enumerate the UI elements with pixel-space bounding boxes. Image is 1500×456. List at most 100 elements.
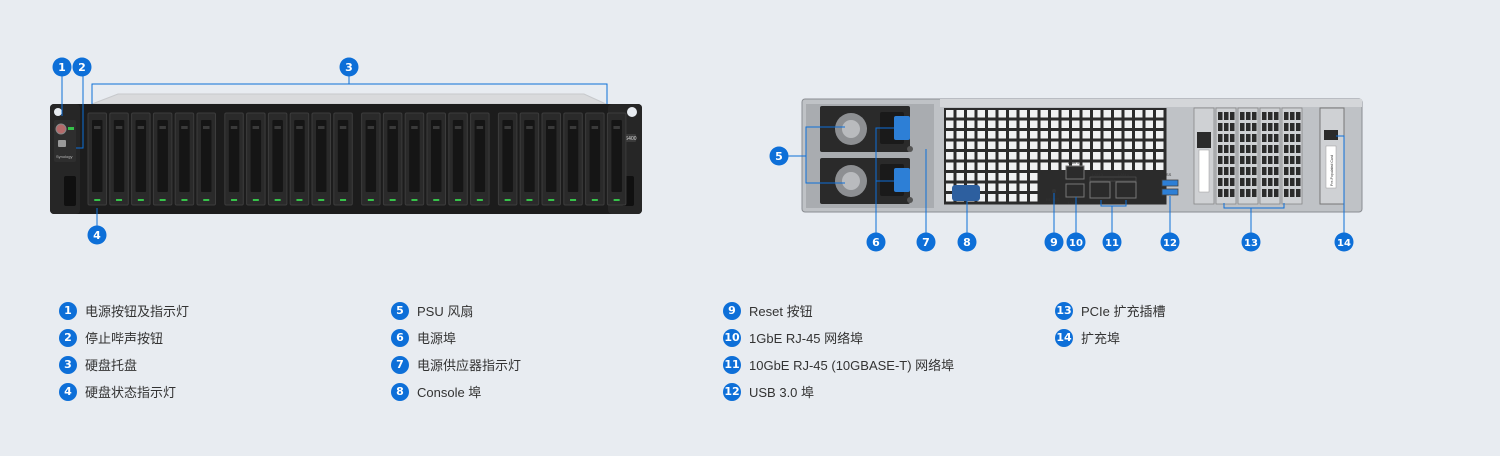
callout-badge: 7 (916, 232, 936, 252)
lan-4-port (1115, 181, 1137, 199)
left-handle (64, 176, 76, 206)
drive-status-led (296, 199, 303, 201)
front-panel: Synology FS6400 (50, 93, 642, 214)
pcie-slot (1215, 107, 1237, 205)
callout-badge: 12 (1160, 232, 1180, 252)
rear-callout-lines (788, 126, 1345, 234)
legend-number-badge: 8 (391, 382, 409, 401)
legend-number-badge: 9 (723, 301, 741, 320)
drive-bay (333, 112, 353, 206)
legend-label: USB 3.0 埠 (749, 385, 815, 400)
drive-status-led (433, 199, 440, 201)
drive-bay (563, 112, 583, 206)
callout-badge: 2 (72, 57, 92, 77)
legend-label: PCIe 扩充插槽 (1081, 304, 1166, 319)
power-button (55, 123, 67, 135)
lan4-label: LAN 4 (1118, 172, 1130, 177)
drive-bay (224, 112, 244, 206)
expansion-port (1324, 130, 1338, 140)
drive-status-led (504, 199, 511, 201)
legend-label: 电源埠 (417, 331, 457, 346)
drive-bay (289, 112, 310, 206)
callout-badge: 8 (957, 232, 977, 252)
callout-number: 14 (1337, 238, 1351, 249)
drive-bay (448, 112, 468, 206)
rear-panel: CONSOLE RESET LAN 1 LAN 2 LAN 3 LAN 4 10… (801, 98, 1363, 213)
legend-number-badge: 12 (723, 382, 741, 401)
callout-number: 3 (345, 61, 353, 74)
drive-bay (174, 112, 195, 206)
psu-1-led (907, 146, 913, 152)
callout-badge: 3 (339, 57, 359, 77)
legend-number-badge: 4 (59, 382, 77, 401)
legend-number-badge: 6 (391, 328, 409, 347)
rear-top-lip (940, 99, 1362, 107)
drive-bay (246, 112, 266, 206)
legend-label: 扩充埠 (1081, 331, 1121, 346)
callout-badge: 10 (1066, 232, 1086, 252)
drive-bay (131, 112, 151, 206)
reset-label: RESET (1046, 197, 1060, 202)
drive-bay (196, 112, 216, 206)
drive-bay (519, 112, 540, 206)
beep-off-button (58, 140, 66, 147)
drive-status-led (340, 199, 347, 201)
psu-1-power-socket (894, 116, 910, 140)
status-led (68, 127, 74, 130)
legend-number-badge: 11 (723, 355, 741, 374)
lan1-label: LAN 1 (1068, 160, 1080, 165)
drive-bay (585, 112, 605, 206)
legend-label: Console 埠 (417, 385, 482, 400)
callout-number: 8 (963, 236, 971, 249)
drive-status-led (159, 199, 166, 201)
legend-number-badge: 14 (1055, 328, 1073, 347)
lan-1-port (1065, 165, 1085, 180)
callout-number: 4 (93, 229, 101, 242)
legend-number-badge: 2 (59, 328, 77, 347)
legend-label: PSU 风扇 (417, 304, 474, 319)
pcie-slot (1193, 107, 1215, 205)
drive-status-led (231, 199, 238, 201)
left-ear-hole (54, 108, 62, 116)
pcie-slot (1259, 107, 1281, 205)
right-ear-hole (627, 107, 637, 117)
console-label: CONSOLE (956, 179, 976, 184)
drive-bay (541, 112, 561, 206)
callout-badge: 11 (1102, 232, 1122, 252)
drive-bay (311, 112, 331, 206)
drive-status-led (455, 199, 462, 201)
drive-status-led (203, 199, 210, 201)
pcie-slot (1237, 107, 1259, 205)
lan-2-port (1065, 183, 1085, 198)
usb-port-2 (1161, 188, 1179, 196)
tengbase-label: 10G (1108, 178, 1115, 182)
legend-number-badge: 5 (391, 301, 409, 320)
legend-item: 5 PSU 风扇 (391, 297, 521, 324)
callout-number: 10 (1069, 238, 1083, 249)
usb-label: SS (1166, 172, 1172, 177)
lan2-label: LAN 2 (1068, 200, 1080, 205)
callout-number: 13 (1244, 238, 1258, 249)
expansion-card-text: Pre-Populated Card (1330, 155, 1334, 186)
drive-status-led (367, 199, 374, 201)
hardware-diagram: Synology FS6400 (50, 57, 1363, 252)
drive-bay (470, 112, 490, 206)
callout-badge: 5 (769, 146, 789, 166)
drive-status-led (137, 199, 144, 201)
drive-status-led (94, 199, 101, 201)
drive-status-led (411, 199, 418, 201)
lan3-label: LAN 3 (1092, 172, 1104, 177)
drive-bay (87, 112, 107, 206)
legend-number-badge: 3 (59, 355, 77, 374)
drive-bay (382, 112, 403, 206)
drive-status-led (318, 199, 325, 201)
pcie-slot (1281, 107, 1303, 205)
legend-item: 14 扩充埠 (1055, 324, 1166, 351)
